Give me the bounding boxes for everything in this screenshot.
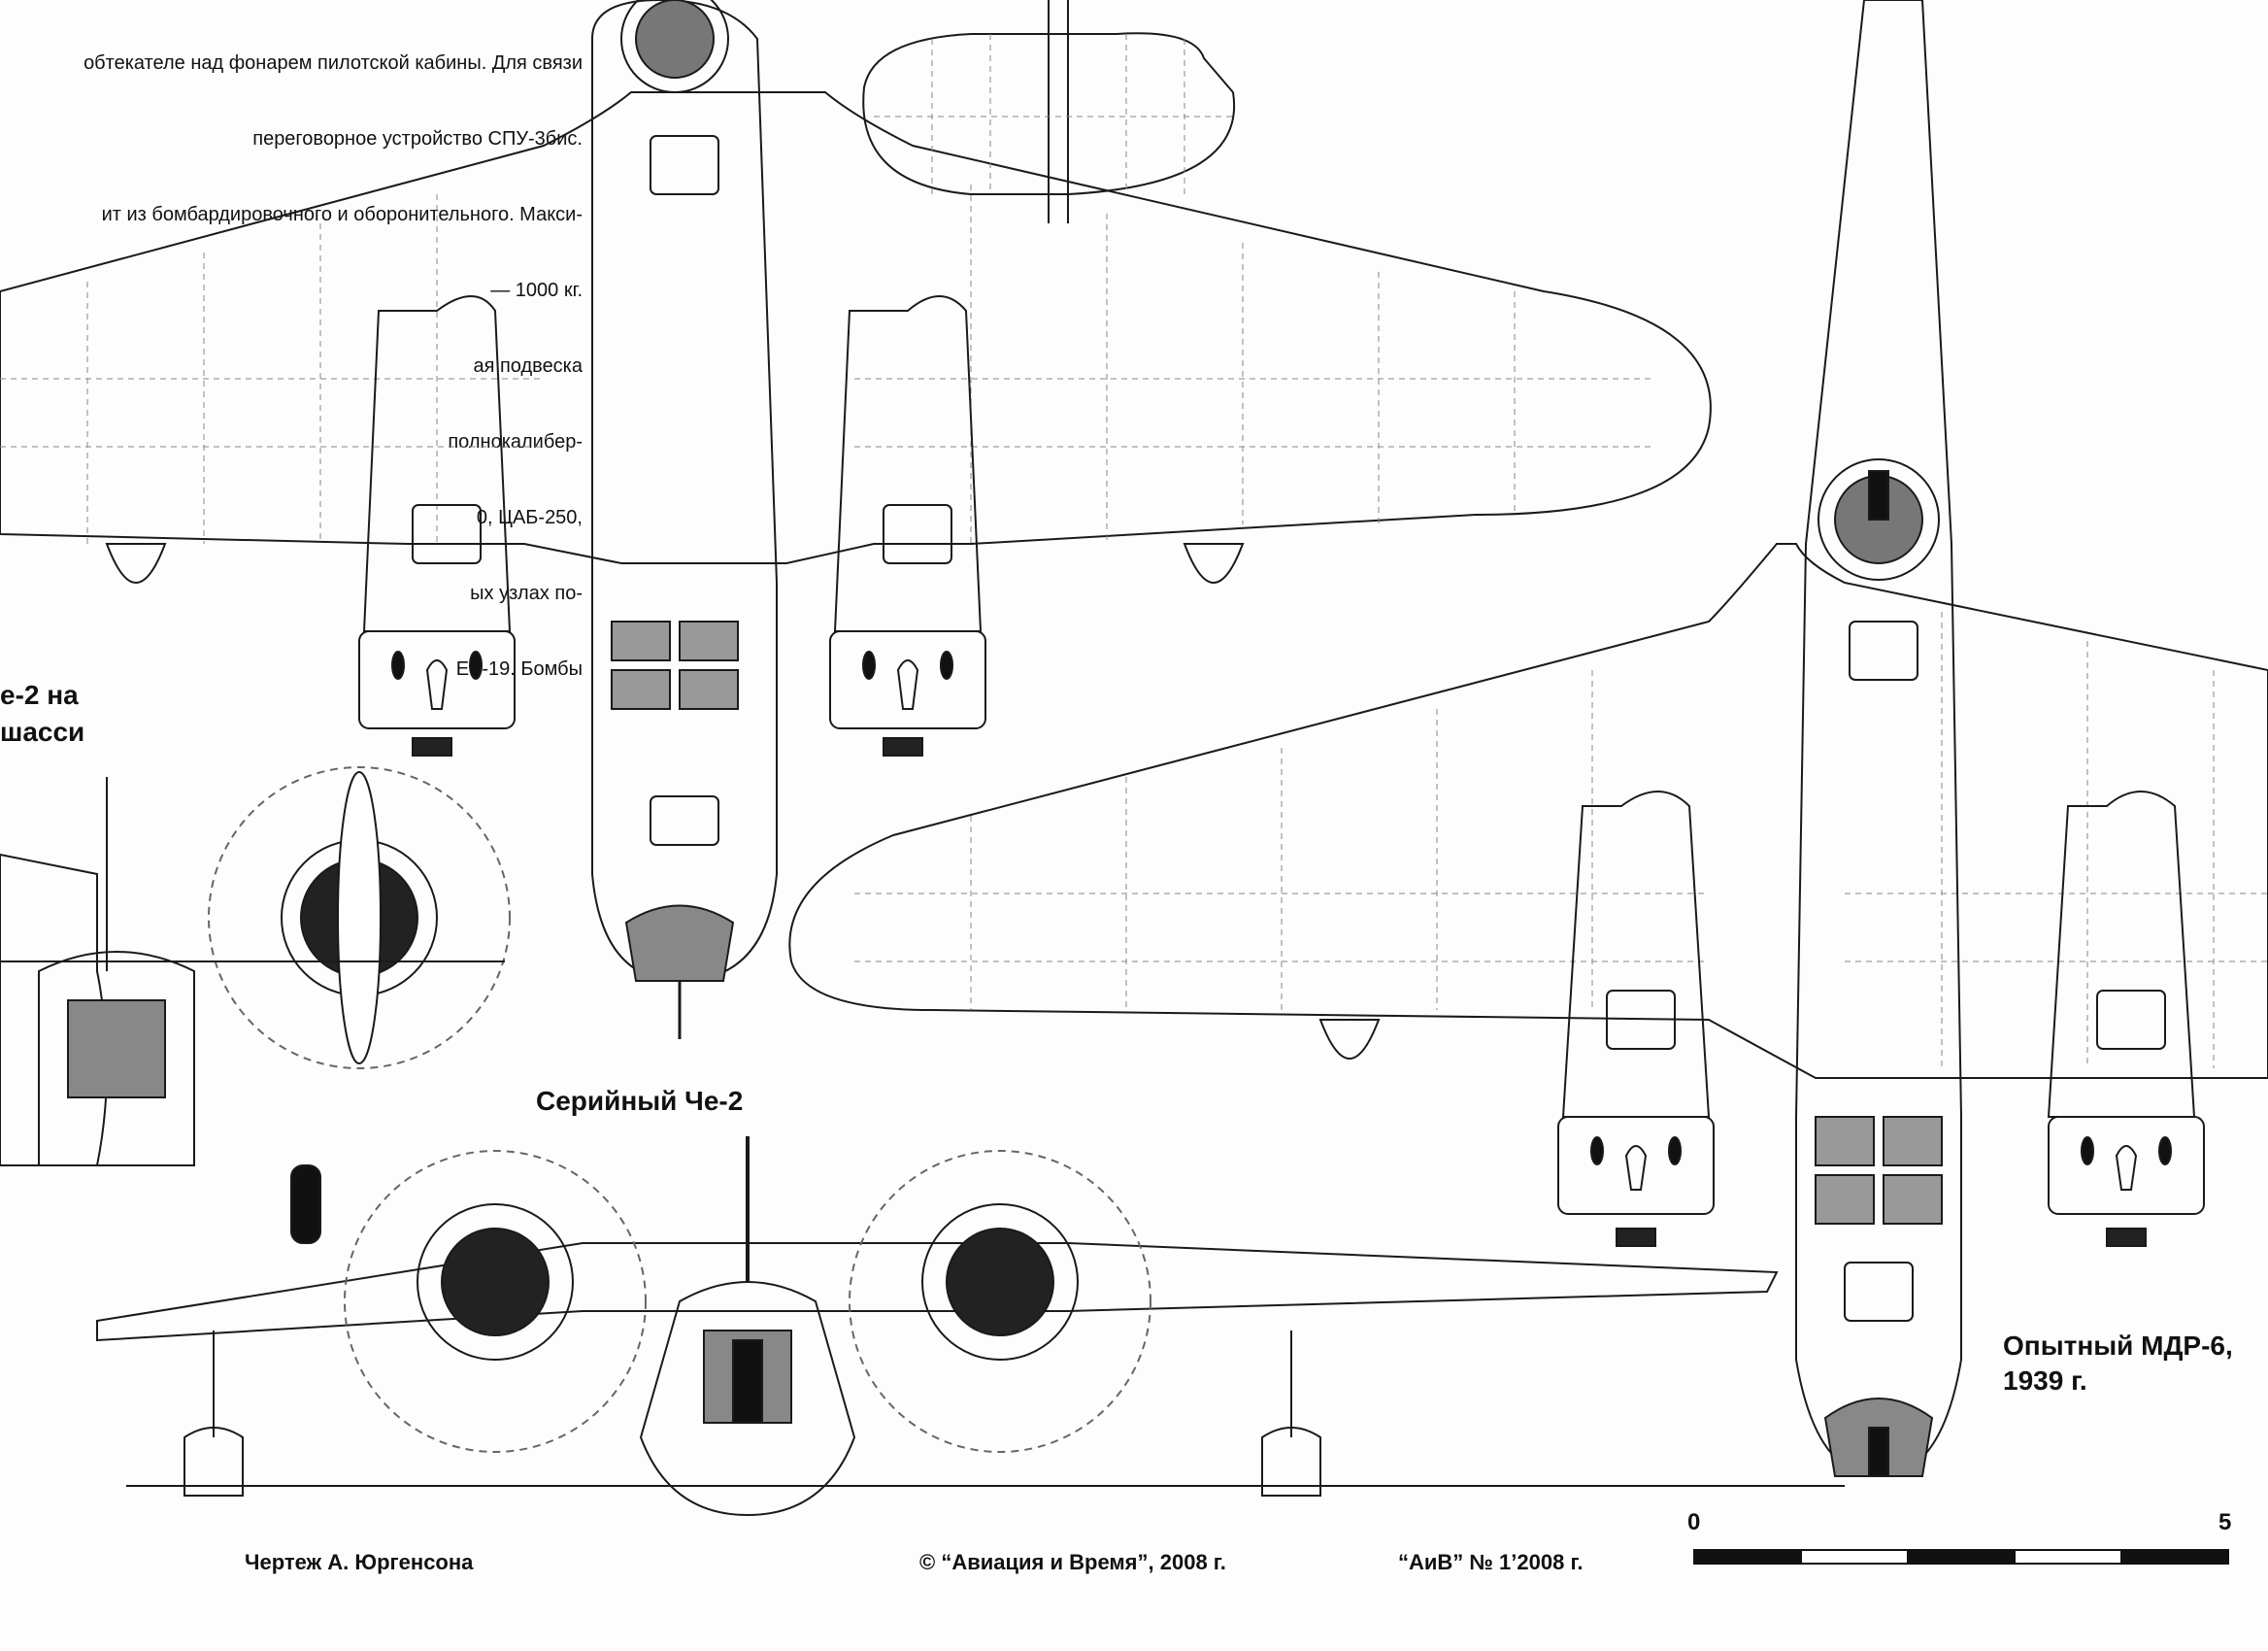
che2-right-nacelle xyxy=(833,295,983,632)
intro-text: обтекателе над фонарем пилотской кабины.… xyxy=(0,0,583,732)
che2-chassis-front-view xyxy=(0,766,511,1244)
che2-cockpit xyxy=(611,621,739,710)
che2-wing-panels xyxy=(0,185,1651,544)
intro-line: — 1000 кг. xyxy=(490,280,583,301)
intro-line: ая подвеска xyxy=(473,355,583,377)
che2-left-float xyxy=(105,543,167,584)
che2-nose-turret xyxy=(620,0,729,93)
che2-hatch xyxy=(650,135,719,195)
mdr6-cockpit xyxy=(1815,1116,1943,1225)
intro-line: ых узлах по- xyxy=(470,583,583,604)
mdr6-wing-panels xyxy=(854,612,2268,1068)
che2-front-left-engine xyxy=(417,1203,574,1361)
mdr6-top-view xyxy=(788,0,2268,1478)
prototype-mdr6-label-1: Опытный МДР-6, xyxy=(2003,1331,2233,1361)
che2-hull xyxy=(591,0,778,983)
tailplane-view xyxy=(862,0,1236,223)
che2-left-engine xyxy=(358,630,516,729)
mdr6-left-engine xyxy=(1557,1116,1715,1215)
intro-line: ит из бомбардировочного и оборонительног… xyxy=(101,204,583,225)
che2-right-float xyxy=(1183,543,1245,584)
intro-line: обтекателе над фонарем пилотской кабины.… xyxy=(83,52,583,74)
mdr6-hull xyxy=(1795,0,1962,1478)
scale-bar xyxy=(1693,1549,2229,1565)
prototype-mdr6-label-2: 1939 г. xyxy=(2003,1365,2087,1396)
che2-chassis-label-1: е-2 на xyxy=(0,680,79,710)
che2-top-view xyxy=(0,0,1712,1039)
che2-front-right-float xyxy=(1261,1427,1321,1497)
copyright: © “Авиация и Время”, 2008 г. xyxy=(919,1550,1226,1574)
che2-nose-turret-inner xyxy=(635,0,715,79)
che2-front-left-float xyxy=(183,1427,244,1497)
che2-wing-outline xyxy=(0,91,1712,564)
che2-front-view xyxy=(96,1136,1845,1517)
scale-min: 0 xyxy=(1687,1509,1701,1535)
che2-front-right-engine xyxy=(921,1203,1079,1361)
intro-line: переговорное устройство СПУ-3бис. xyxy=(252,128,583,150)
mdr6-tail-turret xyxy=(1818,458,1940,581)
issue-label: “АиВ” № 1’2008 г. xyxy=(1398,1550,1584,1574)
che2-hatch-rear xyxy=(650,795,719,846)
che2-right-engine xyxy=(829,630,986,729)
che2-front-hull xyxy=(639,1281,856,1517)
mdr6-wing-outline xyxy=(788,543,2268,1079)
mdr6-right-nacelle xyxy=(2047,791,2196,1118)
che2-front-wing xyxy=(96,1242,1779,1342)
che2-tail-turret xyxy=(624,904,735,982)
drawing-credit: Чертеж А. Юргенсона xyxy=(245,1550,474,1574)
mdr6-right-engine xyxy=(2048,1116,2205,1215)
mdr6-float xyxy=(1318,1019,1381,1060)
serial-che2-label: Серийный Че-2 xyxy=(536,1086,744,1116)
scale-max: 5 xyxy=(2218,1509,2232,1535)
che2-chassis-label-2: шасси xyxy=(0,717,85,747)
che2-prop-disc xyxy=(208,766,511,1069)
mdr6-left-nacelle xyxy=(1561,791,1711,1118)
